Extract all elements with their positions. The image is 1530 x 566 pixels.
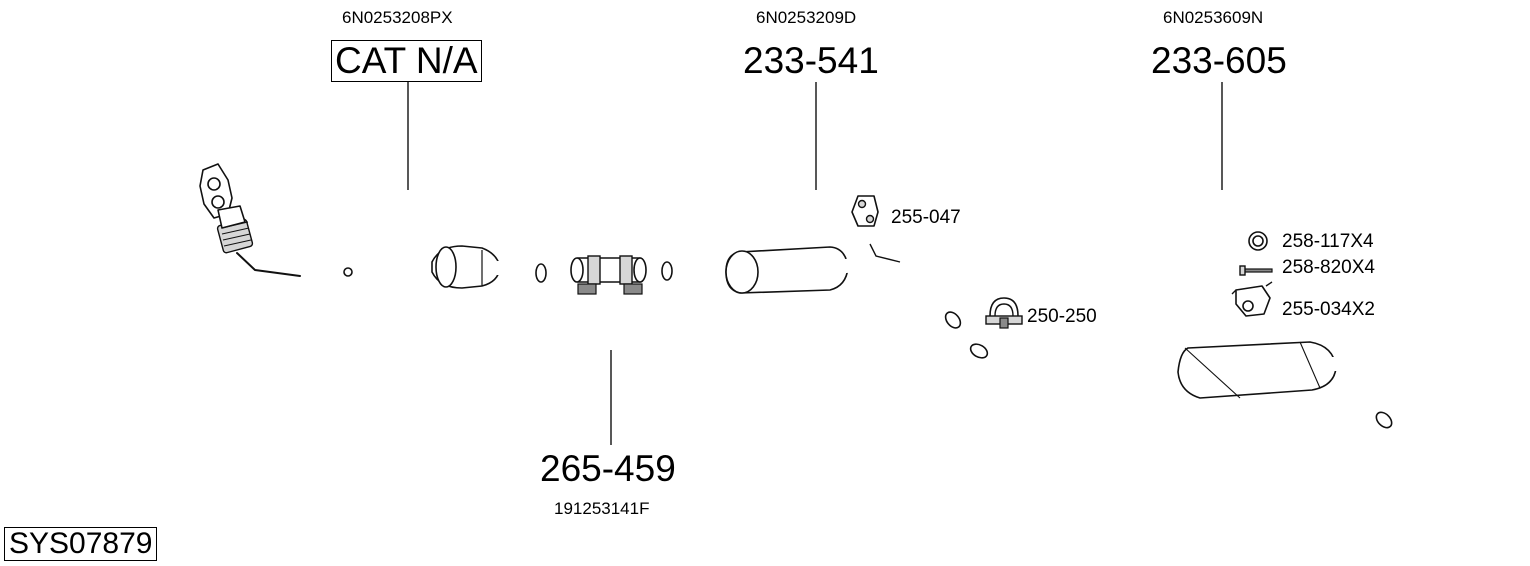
middle-silencer-drawing	[661, 243, 962, 329]
rear-silencer-oem-label: 6N0253609N	[1163, 8, 1264, 27]
catalytic-converter-drawing	[431, 245, 501, 289]
pipe-clamp-label: 250-250	[1027, 306, 1097, 327]
front-pipe-part-number: CAT N/A	[331, 40, 482, 82]
ring-label: 258-117X4	[1282, 231, 1374, 252]
manifold-flange-drawing	[199, 163, 246, 229]
system-id-label: SYS07879	[4, 527, 158, 561]
rubber-hanger-icon	[851, 195, 879, 227]
front-pipe-oem-label: 6N0253208PX	[342, 8, 453, 27]
clamp-oem-label: 191253141F	[554, 499, 650, 518]
mount-label: 255-034X2	[1282, 299, 1375, 320]
mount-icon	[1231, 281, 1273, 317]
middle-silencer-oem-label: 6N0253209D	[756, 8, 857, 27]
bolt-icon	[1239, 265, 1273, 276]
bolt-label: 258-820X4	[1282, 257, 1375, 278]
middle-silencer-part-number: 233-541	[743, 40, 879, 81]
rear-silencer-drawing	[969, 341, 1393, 429]
clamp-drawing	[570, 255, 647, 295]
ring-icon	[1248, 231, 1268, 251]
clamp-part-number: 265-459	[540, 448, 676, 489]
rear-silencer-part-number: 233-605	[1151, 40, 1287, 81]
front-pipe-drawing	[199, 163, 547, 289]
rubber-hanger-label: 255-047	[891, 207, 961, 228]
pipe-clamp-icon	[985, 297, 1023, 329]
